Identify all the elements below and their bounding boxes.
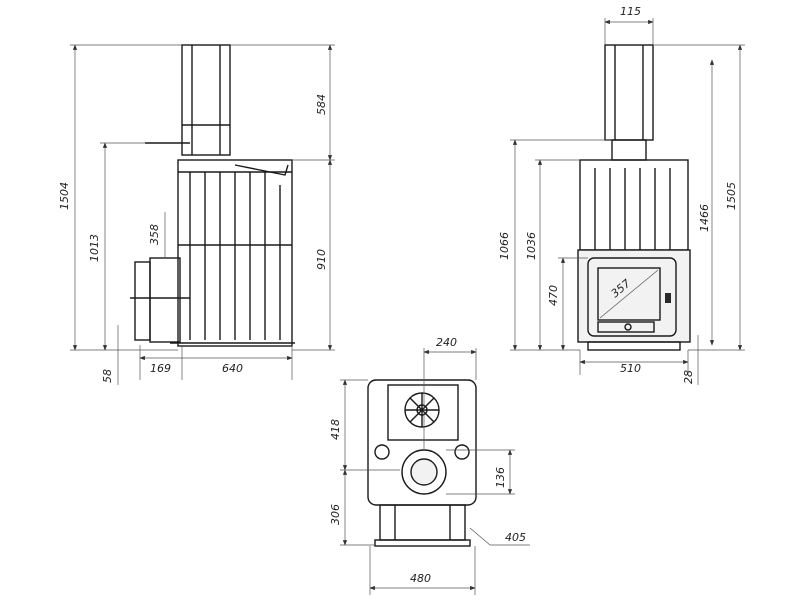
stone-cage <box>177 159 293 347</box>
dim-base-height: 28 <box>682 370 695 384</box>
dim-body-height: 910 <box>315 249 328 270</box>
dim-body-width: 510 <box>620 362 641 375</box>
chimney-frame <box>181 44 231 156</box>
dim-body-depth: 640 <box>222 362 243 375</box>
stone-cage <box>579 159 689 251</box>
door-handle <box>665 293 671 303</box>
dim-width: 480 <box>410 572 431 585</box>
dim-door-depth: 169 <box>150 362 171 375</box>
dim-chimney-height: 584 <box>315 94 328 115</box>
dim-base-height: 58 <box>101 369 114 383</box>
side-view: 1504 1013 584 910 358 58 169 640 <box>58 44 335 385</box>
dim-flue-diameter: 136 <box>494 467 507 488</box>
dim-depth-front: 418 <box>329 419 342 440</box>
door-frame <box>379 504 466 541</box>
dim-leg-offset: 405 <box>505 531 526 544</box>
dim-total-height: 1505 <box>725 182 738 210</box>
front-view: 115 1066 1036 470 357 1466 1505 510 28 <box>498 5 745 385</box>
fire-door <box>587 257 677 337</box>
door <box>149 257 181 343</box>
heater-top <box>387 384 459 441</box>
door-glass <box>597 267 661 321</box>
dim-flue-offset: 240 <box>436 336 457 349</box>
dim-total-height: 1504 <box>58 182 71 210</box>
dim-handle-height: 1013 <box>88 234 101 262</box>
dim-chimney-width: 115 <box>620 5 641 18</box>
dim-height-b: 1036 <box>525 232 538 260</box>
dim-depth-rear: 306 <box>329 504 342 525</box>
firebox <box>577 249 691 343</box>
chimney-frame <box>604 44 654 141</box>
dim-height-c: 1466 <box>698 204 711 232</box>
dim-height-a: 1066 <box>498 232 511 260</box>
top-view: 240 418 306 136 405 480 <box>329 336 530 595</box>
dim-door-bottom: 470 <box>547 285 560 306</box>
base-plate <box>374 539 471 547</box>
dim-door-height: 358 <box>148 224 161 245</box>
